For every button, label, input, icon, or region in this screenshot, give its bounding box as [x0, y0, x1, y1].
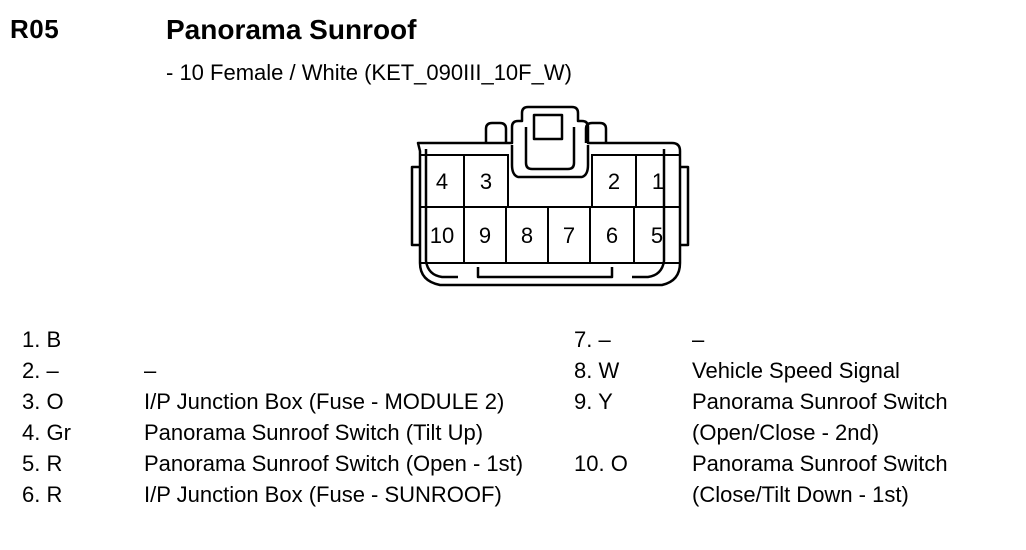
lock-tab	[510, 145, 590, 179]
bottom-key	[476, 267, 614, 279]
right-latch	[584, 121, 608, 143]
left-pin: 4. Gr	[22, 420, 71, 445]
pin-label-9: 9	[479, 223, 491, 248]
right-desc: Panorama Sunroof Switch	[692, 451, 948, 476]
pin-cell-5	[633, 206, 681, 264]
left-desc: I/P Junction Box (Fuse - SUNROOF)	[144, 482, 502, 507]
connector-title: Panorama Sunroof	[166, 14, 417, 45]
left-desc: Panorama Sunroof Switch (Tilt Up)	[144, 420, 484, 445]
right-pin: 7. –	[574, 327, 611, 352]
pin-label-4: 4	[436, 169, 448, 194]
right-pin: 8. W	[574, 358, 620, 383]
pin-label-10: 10	[430, 223, 454, 248]
connector-housing	[416, 105, 682, 287]
right-ear	[680, 165, 690, 247]
left-desc: –	[144, 358, 157, 383]
left-desc: I/P Junction Box (Fuse - MODULE 2)	[144, 389, 505, 414]
pin-label-7: 7	[563, 223, 575, 248]
pin-label-1: 1	[652, 169, 664, 194]
pin-label-3: 3	[480, 169, 492, 194]
right-desc: Panorama Sunroof Switch	[692, 389, 948, 414]
left-pin: 2. –	[22, 358, 59, 383]
pin-label-5: 5	[651, 223, 663, 248]
right-pin: 10. O	[574, 451, 628, 476]
right-desc: (Open/Close - 2nd)	[692, 420, 880, 445]
pin-label-8: 8	[521, 223, 533, 248]
left-desc: Panorama Sunroof Switch (Open - 1st)	[144, 451, 524, 476]
inner-boundary	[424, 149, 458, 279]
pin-label-6: 6	[606, 223, 618, 248]
left-latch	[484, 121, 508, 143]
connector-diagram: 4 3 2 1 10 9 8 7 6 5	[410, 105, 690, 287]
lock-window	[532, 113, 564, 141]
left-pin: 1. B	[22, 327, 62, 352]
lock-inner	[524, 127, 576, 171]
pin-label-2: 2	[608, 169, 620, 194]
right-desc: Vehicle Speed Signal	[692, 358, 900, 383]
connector-subtitle: - 10 Female / White (KET_090III_10F_W)	[166, 60, 572, 85]
right-desc: (Close/Tilt Down - 1st)	[692, 482, 909, 507]
left-pin: 6. R	[22, 482, 63, 507]
left-ear	[410, 165, 420, 247]
connector-code: R05	[10, 14, 60, 44]
right-desc: –	[692, 327, 705, 352]
left-pin: 5. R	[22, 451, 63, 476]
left-pin: 3. O	[22, 389, 64, 414]
right-pin: 9. Y	[574, 389, 613, 414]
